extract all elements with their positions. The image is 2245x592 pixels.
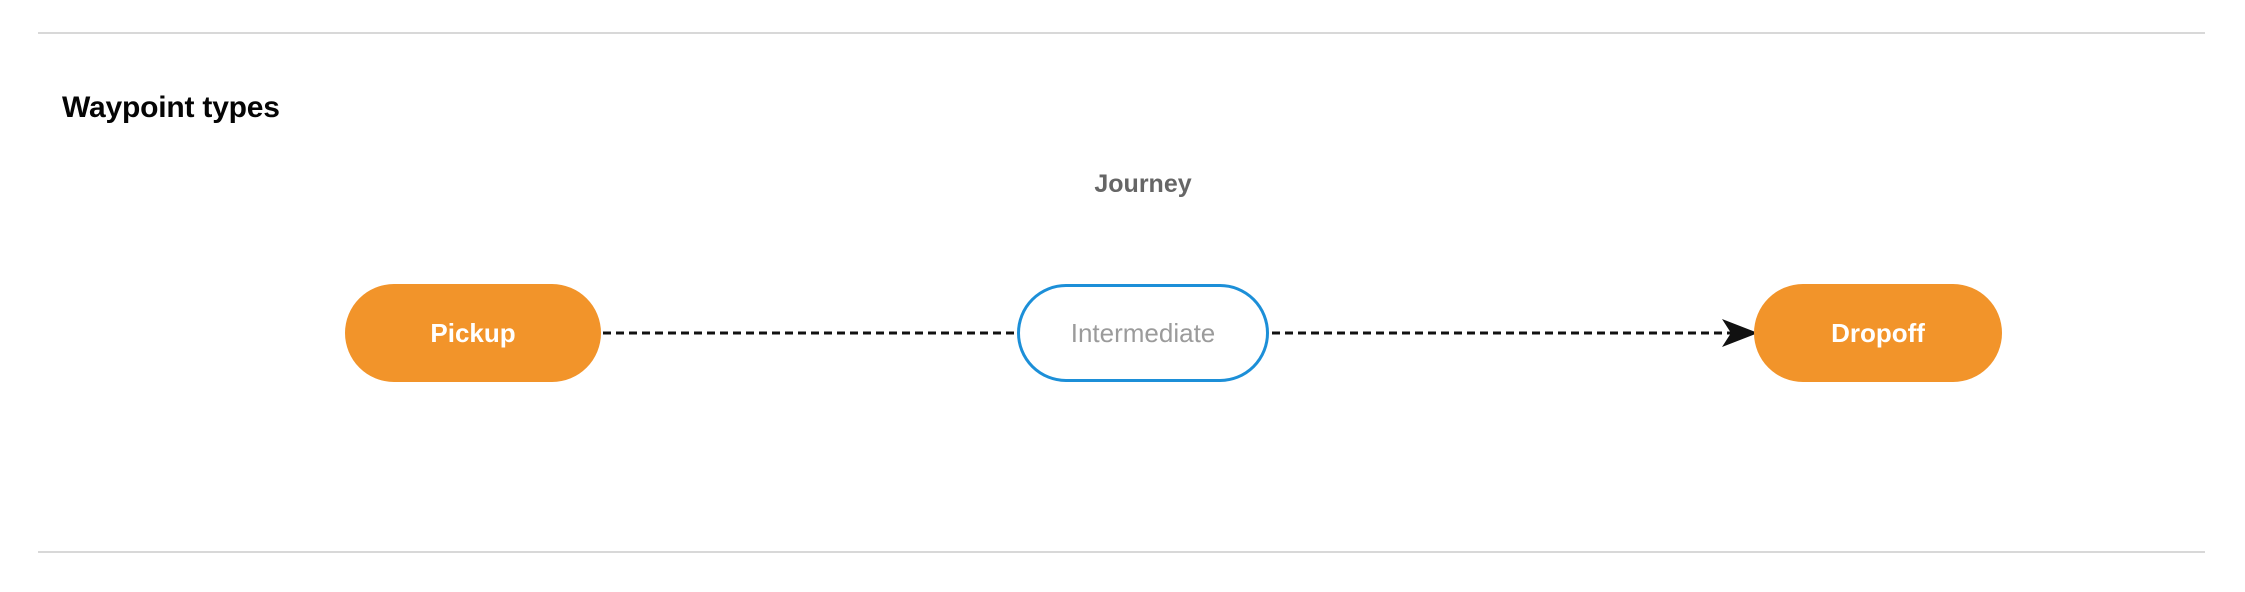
node-pickup-label: Pickup — [430, 318, 516, 348]
page-title: Waypoint types — [62, 90, 280, 124]
node-dropoff[interactable]: Dropoff — [1754, 284, 2002, 382]
node-dropoff-label: Dropoff — [1831, 318, 1925, 348]
journey-group-label: Journey — [1094, 170, 1192, 198]
section-top-divider — [38, 32, 2205, 34]
section-bottom-divider — [38, 551, 2205, 553]
arrowhead-icon — [1722, 319, 1758, 347]
node-pickup[interactable]: Pickup — [345, 284, 601, 382]
node-intermediate-label: Intermediate — [1070, 318, 1216, 348]
node-intermediate[interactable]: Intermediate — [1017, 284, 1269, 382]
